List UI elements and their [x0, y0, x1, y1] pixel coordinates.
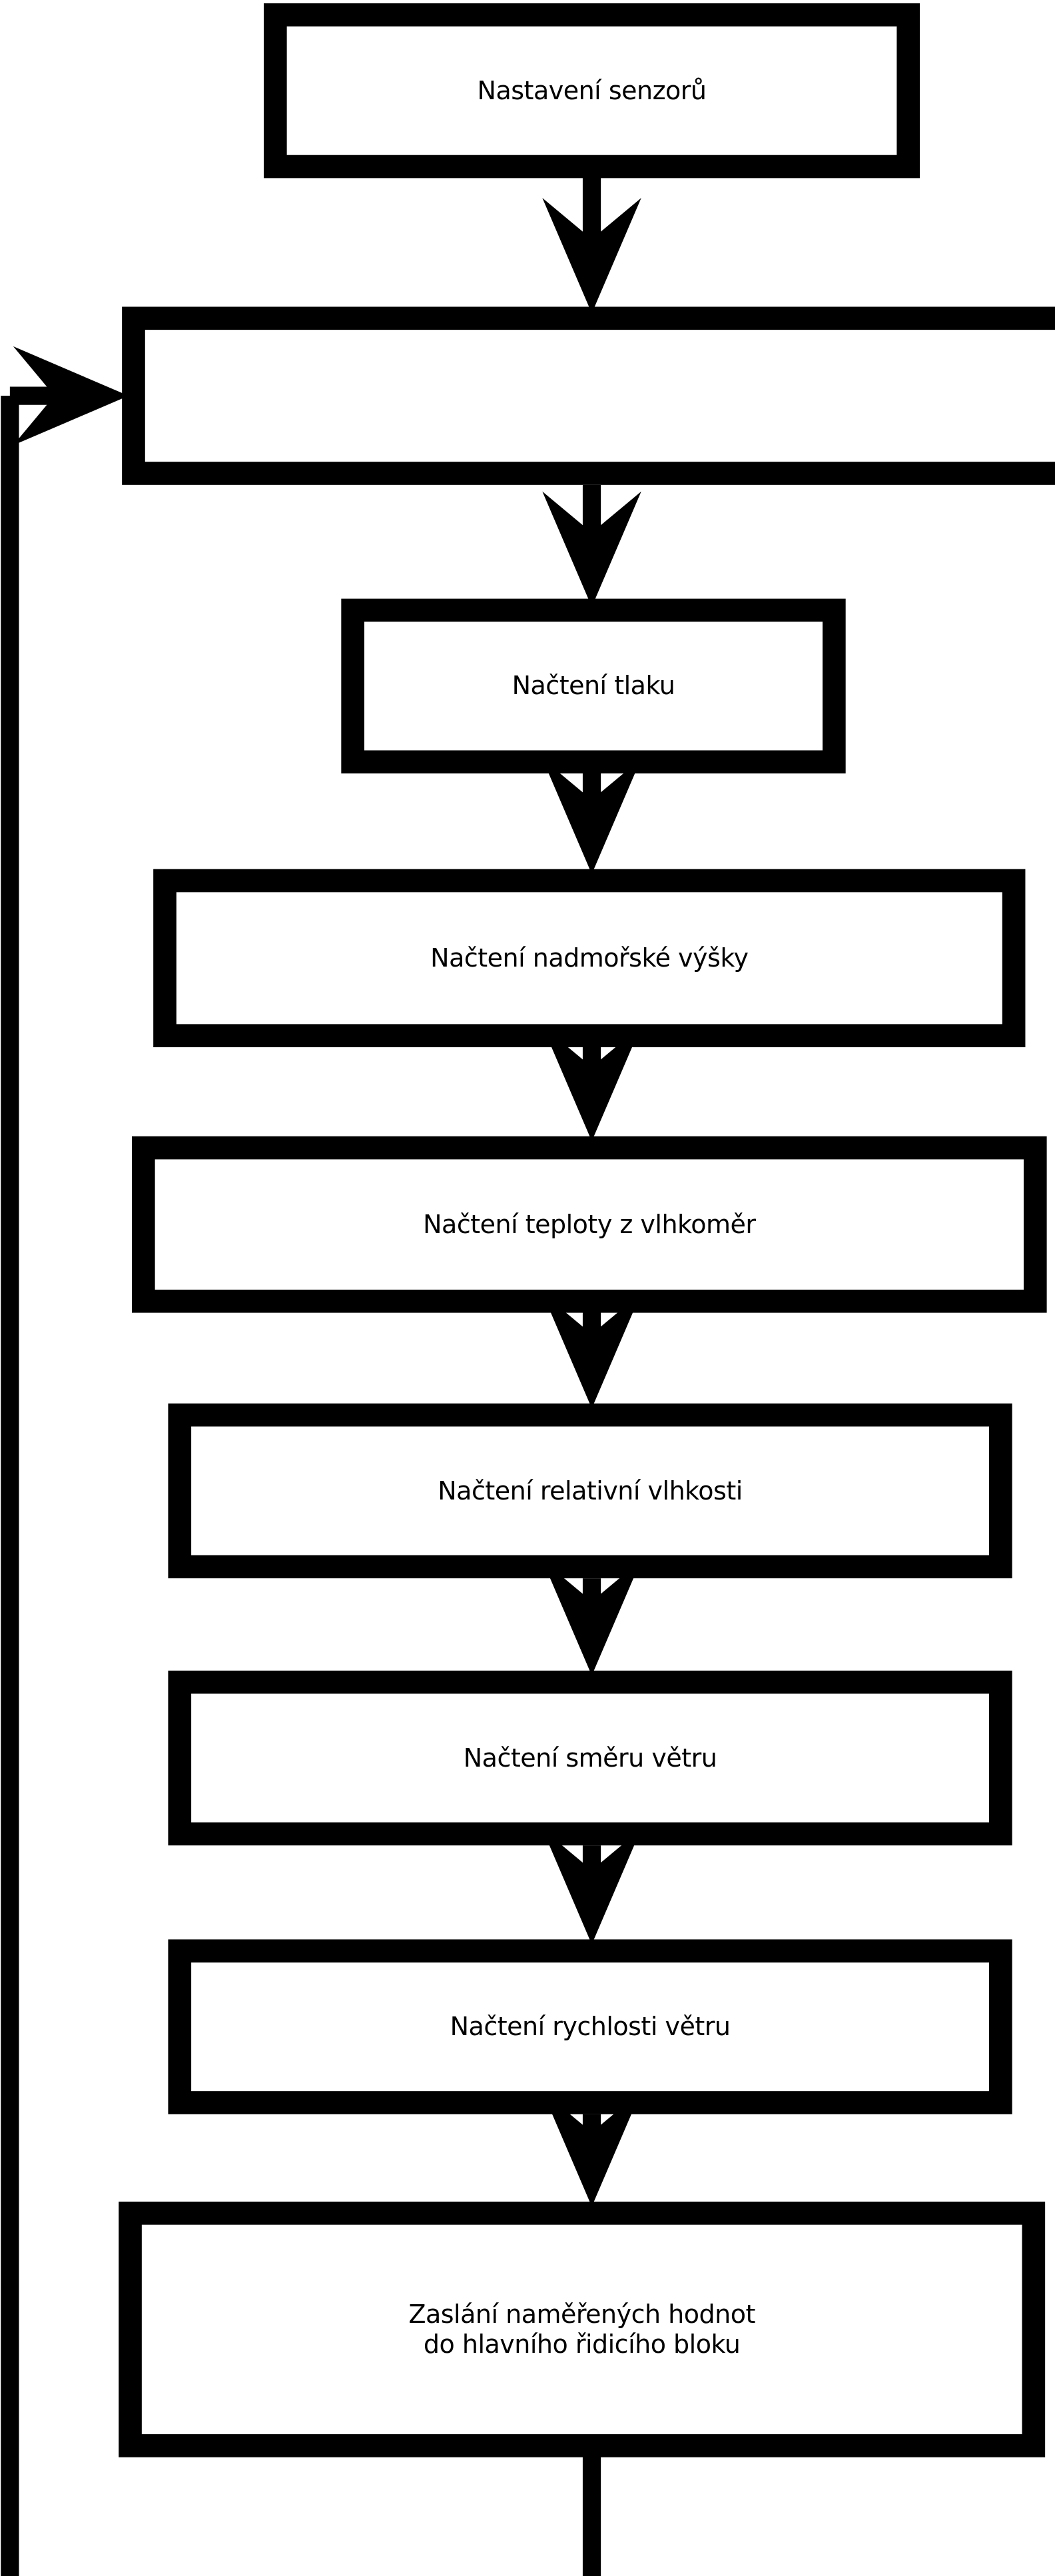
- node-read-humidity[interactable]: [168, 1403, 1012, 1579]
- node-read-pressure[interactable]: [341, 598, 846, 774]
- node-read-temp-barometer[interactable]: [122, 306, 1055, 485]
- edge-read-temp-hygrometer-to-read-humidity: [542, 1292, 641, 1409]
- edge-sensor-setup-to-read-temp-barometer: [542, 176, 641, 314]
- edge-read-temp-barometer-to-read-pressure: [542, 484, 641, 608]
- edge-read-wind-speed-to-send-values: [542, 2091, 641, 2207]
- edge-read-humidity-to-read-wind-direction: [542, 1559, 641, 1676]
- edge-read-pressure-to-read-altitude: [542, 758, 641, 875]
- edge-read-wind-direction-to-read-wind-speed: [542, 1829, 641, 1944]
- node-read-temp-hygrometer[interactable]: [131, 1136, 1047, 1313]
- node-sensor-setup[interactable]: [263, 3, 920, 179]
- edge-read-altitude-to-read-temp-hygrometer: [542, 1025, 641, 1142]
- node-read-altitude[interactable]: [153, 869, 1026, 1048]
- node-read-wind-speed[interactable]: [168, 1939, 1012, 2114]
- node-send-values[interactable]: [119, 2202, 1046, 2457]
- edge-feedback-loop: [1, 346, 601, 2576]
- node-read-wind-direction[interactable]: [168, 1670, 1012, 1846]
